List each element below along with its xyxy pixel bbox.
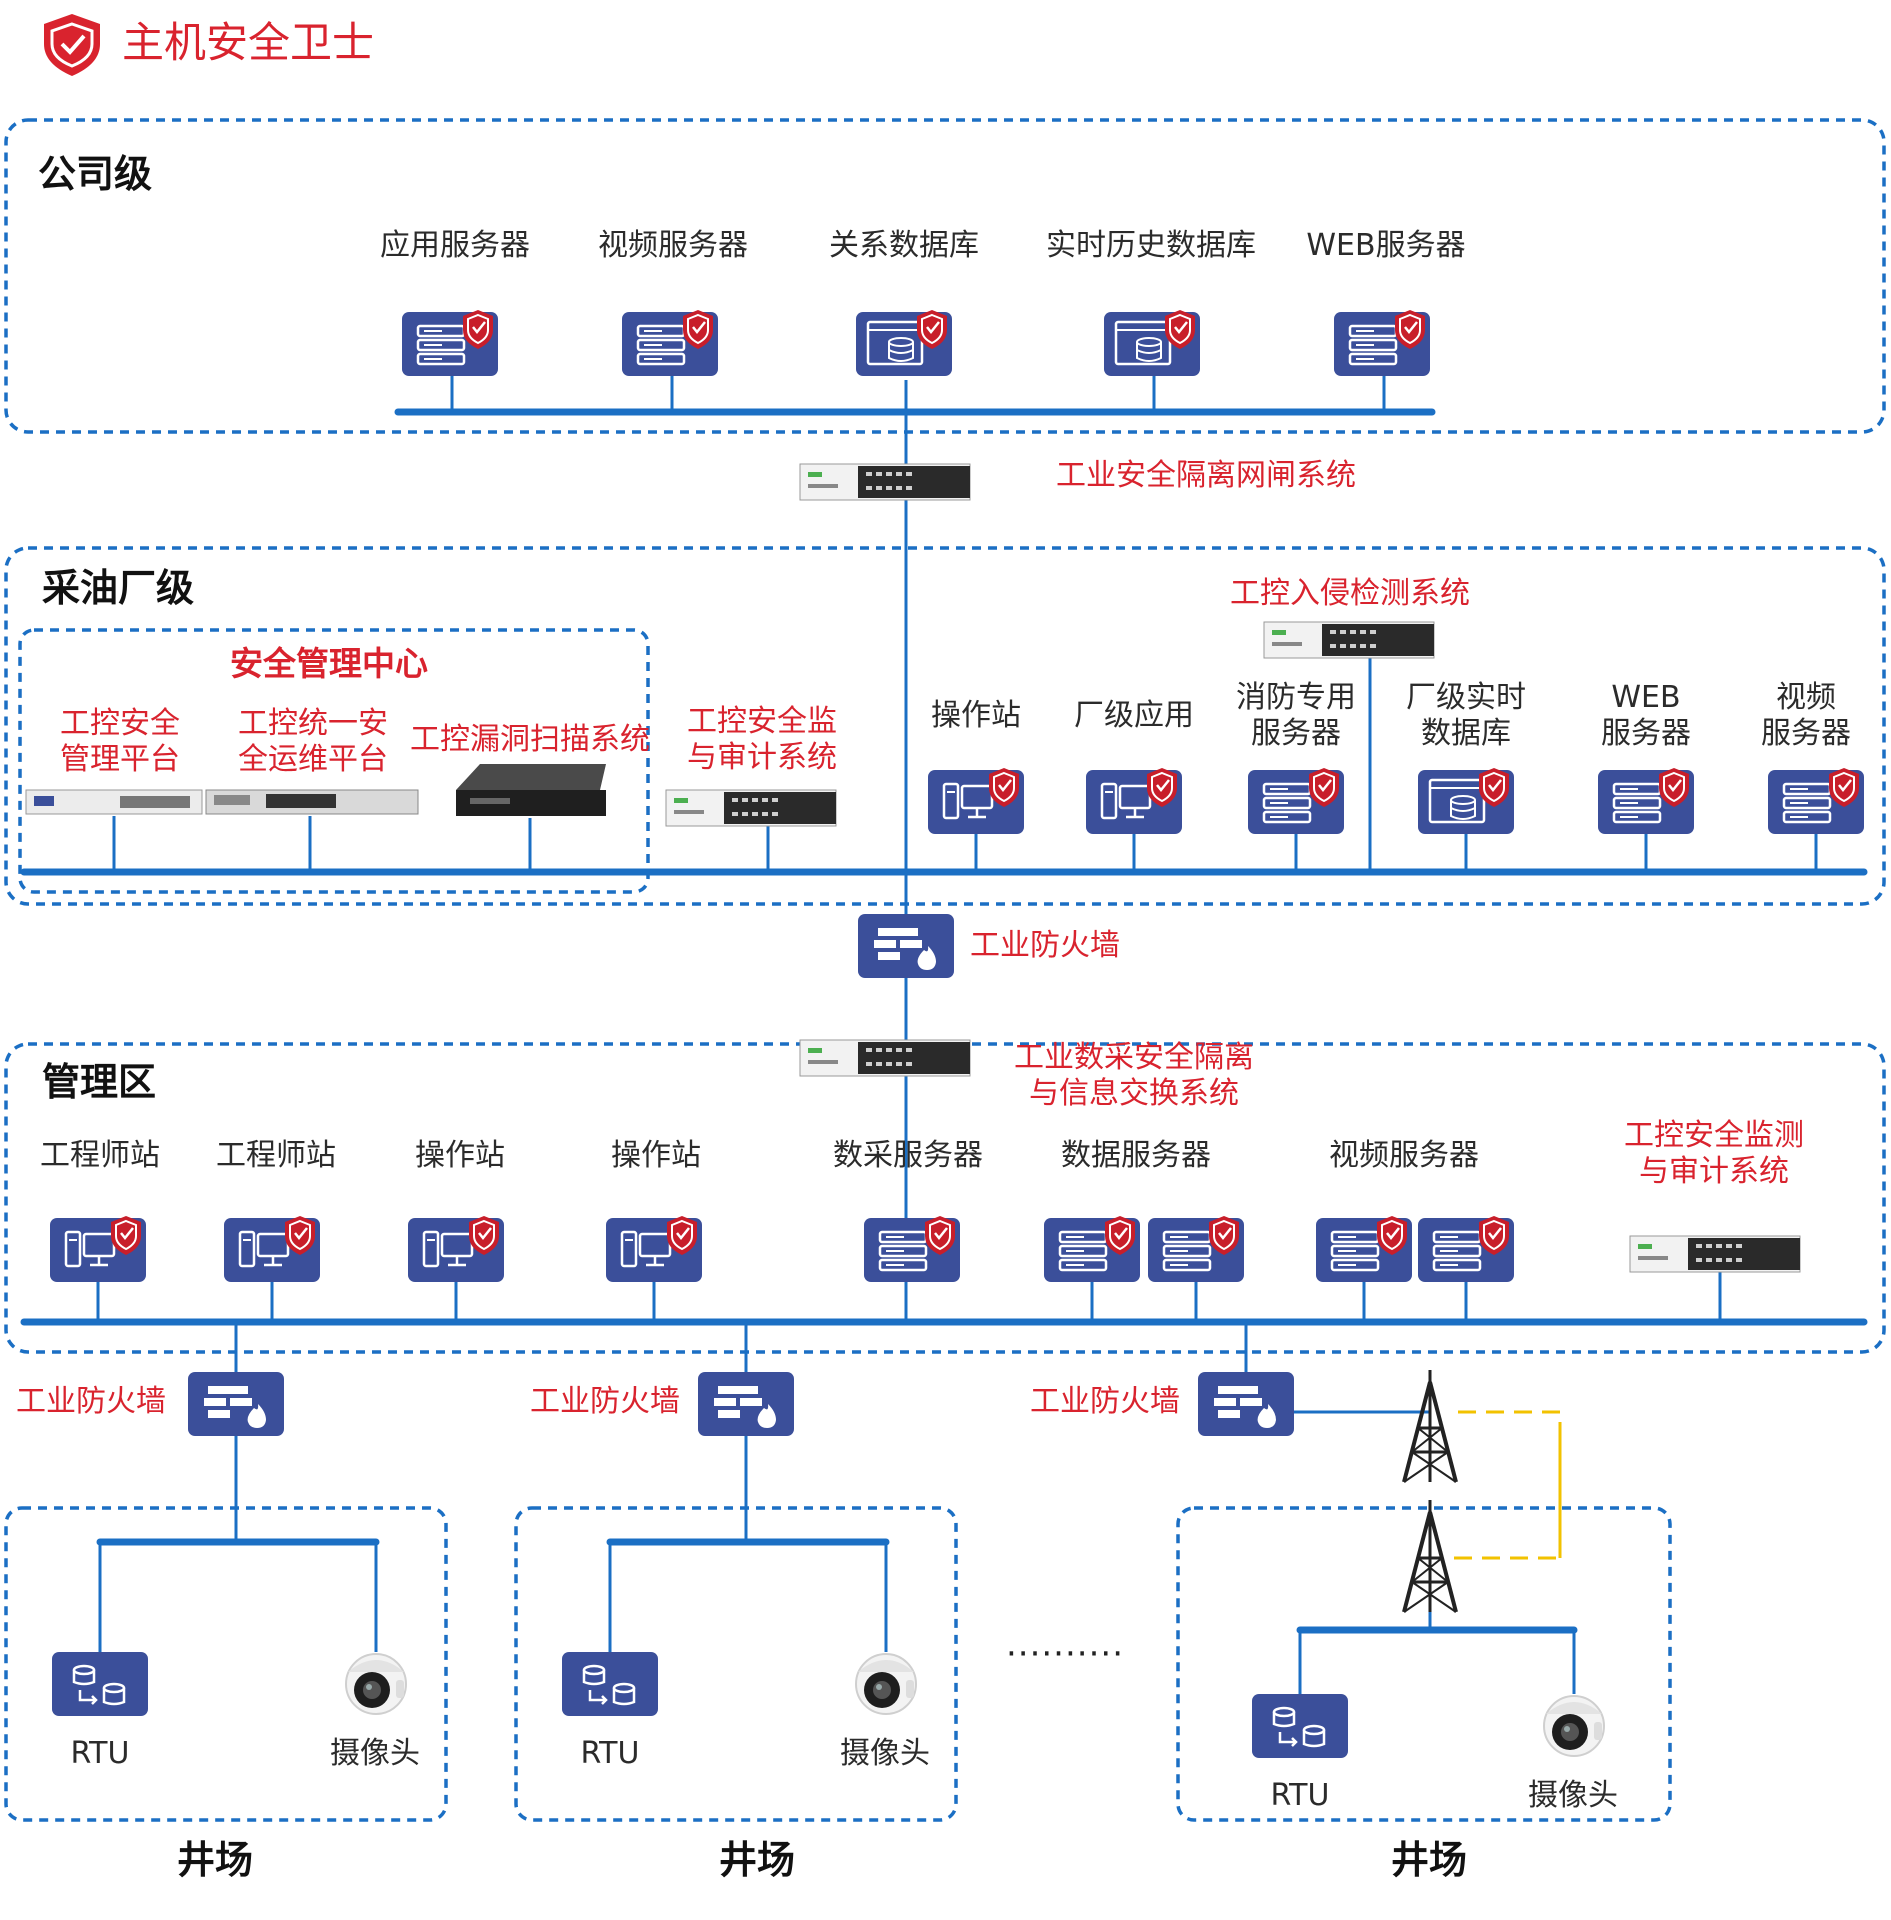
workstation-icon bbox=[1086, 768, 1182, 834]
workstation-icon bbox=[224, 1216, 320, 1282]
zone-management bbox=[4, 1042, 1886, 1354]
device-label: 应用服务器 bbox=[380, 228, 530, 263]
server-icon bbox=[1418, 1216, 1514, 1282]
field-firewall-label: 工业防火墙 bbox=[1030, 1384, 1180, 1419]
server-icon bbox=[1768, 768, 1864, 834]
firewall-icon bbox=[1198, 1372, 1294, 1436]
device-label: 数据服务器 bbox=[1061, 1138, 1211, 1173]
smc-label: 安全管理中心 bbox=[230, 644, 428, 683]
camera-label: 摄像头 bbox=[330, 1736, 420, 1771]
workstation-icon bbox=[606, 1216, 702, 1282]
device-label: 实时历史数据库 bbox=[1046, 228, 1256, 263]
workstation-icon bbox=[50, 1216, 146, 1282]
firewall-icon bbox=[858, 914, 954, 978]
rack-appliance-icon bbox=[205, 789, 419, 815]
wireless-link bbox=[1448, 1410, 1562, 1560]
rtu-icon bbox=[50, 1650, 150, 1718]
smc-item-label: 工控漏洞扫描系统 bbox=[410, 722, 650, 757]
zone-plant bbox=[4, 546, 1886, 906]
device-label: 工程师站 bbox=[216, 1138, 336, 1173]
rack-appliance-icon bbox=[25, 789, 203, 815]
connectors bbox=[96, 374, 1818, 1694]
server-icon bbox=[1044, 1216, 1140, 1282]
device-label: 厂级实时 数据库 bbox=[1406, 680, 1526, 751]
device-label: 消防专用 服务器 bbox=[1236, 680, 1356, 751]
camera-icon bbox=[1543, 1695, 1605, 1757]
exchange-label: 工业数采安全隔离 与信息交换系统 bbox=[1014, 1040, 1254, 1111]
rack-appliance-icon bbox=[456, 764, 606, 816]
server-icon bbox=[402, 310, 498, 376]
field-firewall-label: 工业防火墙 bbox=[530, 1384, 680, 1419]
server-icon bbox=[1248, 768, 1344, 834]
rack-appliance-icon bbox=[665, 789, 837, 827]
rtu-label: RTU bbox=[580, 1736, 640, 1771]
smc-item-label: 工控统一安 全运维平台 bbox=[238, 706, 388, 777]
device-label: 操作站 bbox=[931, 698, 1021, 733]
workstation-icon bbox=[928, 768, 1024, 834]
database-server-icon bbox=[1418, 768, 1514, 834]
rack-appliance-icon bbox=[1263, 621, 1435, 659]
gateway-label: 工业安全隔离网闸系统 bbox=[1056, 458, 1356, 493]
database-server-icon bbox=[856, 310, 952, 376]
server-icon bbox=[622, 310, 718, 376]
device-label: 数采服务器 bbox=[833, 1138, 983, 1173]
rack-appliance-icon bbox=[799, 1039, 971, 1077]
logo-shield-icon bbox=[44, 14, 100, 76]
device-label: 视频服务器 bbox=[1329, 1138, 1479, 1173]
mgmt-audit-label: 工控安全监测 与审计系统 bbox=[1624, 1118, 1804, 1189]
device-label: 工程师站 bbox=[40, 1138, 160, 1173]
rack-appliance-icon bbox=[1629, 1235, 1801, 1273]
ellipsis-more-wells: ·········· bbox=[1005, 1634, 1125, 1674]
device-label: 关系数据库 bbox=[829, 228, 979, 263]
camera-label: 摄像头 bbox=[840, 1736, 930, 1771]
server-icon bbox=[864, 1216, 960, 1282]
zone-company bbox=[4, 118, 1886, 434]
rtu-icon bbox=[1250, 1692, 1350, 1760]
bus-bars bbox=[20, 408, 1868, 1634]
app-title: 主机安全卫士 bbox=[122, 18, 375, 67]
camera-icon bbox=[855, 1653, 917, 1715]
server-icon bbox=[1598, 768, 1694, 834]
workstation-icon bbox=[408, 1216, 504, 1282]
device-label: 厂级应用 bbox=[1074, 698, 1194, 733]
device-label: 操作站 bbox=[611, 1138, 701, 1173]
zone-well-3 bbox=[1176, 1506, 1672, 1822]
zone-label-company: 公司级 bbox=[38, 152, 153, 196]
well-label: 井场 bbox=[718, 1838, 795, 1882]
audit-label: 工控安全监 与审计系统 bbox=[687, 704, 837, 775]
antenna-tower-icon bbox=[1402, 1368, 1458, 1484]
smc-item-label: 工控安全 管理平台 bbox=[60, 706, 180, 777]
database-server-icon bbox=[1104, 310, 1200, 376]
device-label: WEB 服务器 bbox=[1601, 680, 1691, 751]
server-icon bbox=[1148, 1216, 1244, 1282]
rtu-label: RTU bbox=[1270, 1778, 1330, 1813]
camera-icon bbox=[345, 1653, 407, 1715]
field-firewall-label: 工业防火墙 bbox=[16, 1384, 166, 1419]
camera-label: 摄像头 bbox=[1528, 1778, 1618, 1813]
firewall-icon bbox=[698, 1372, 794, 1436]
device-label: 操作站 bbox=[415, 1138, 505, 1173]
zone-label-plant: 采油厂级 bbox=[42, 566, 195, 610]
zone-security-center bbox=[18, 628, 650, 894]
firewall-icon bbox=[188, 1372, 284, 1436]
rtu-icon bbox=[560, 1650, 660, 1718]
plant-firewall-label: 工业防火墙 bbox=[970, 928, 1120, 963]
device-label: 视频 服务器 bbox=[1761, 680, 1851, 751]
device-label: 视频服务器 bbox=[598, 228, 748, 263]
zone-label-management: 管理区 bbox=[42, 1060, 157, 1104]
rtu-label: RTU bbox=[70, 1736, 130, 1771]
well-label: 井场 bbox=[176, 1838, 253, 1882]
server-icon bbox=[1316, 1216, 1412, 1282]
antenna-tower-icon bbox=[1402, 1498, 1458, 1614]
well-label: 井场 bbox=[1390, 1838, 1467, 1882]
device-label: WEB服务器 bbox=[1306, 228, 1466, 263]
rack-appliance-icon bbox=[799, 463, 971, 501]
server-icon bbox=[1334, 310, 1430, 376]
ids-label: 工控入侵检测系统 bbox=[1230, 576, 1470, 611]
